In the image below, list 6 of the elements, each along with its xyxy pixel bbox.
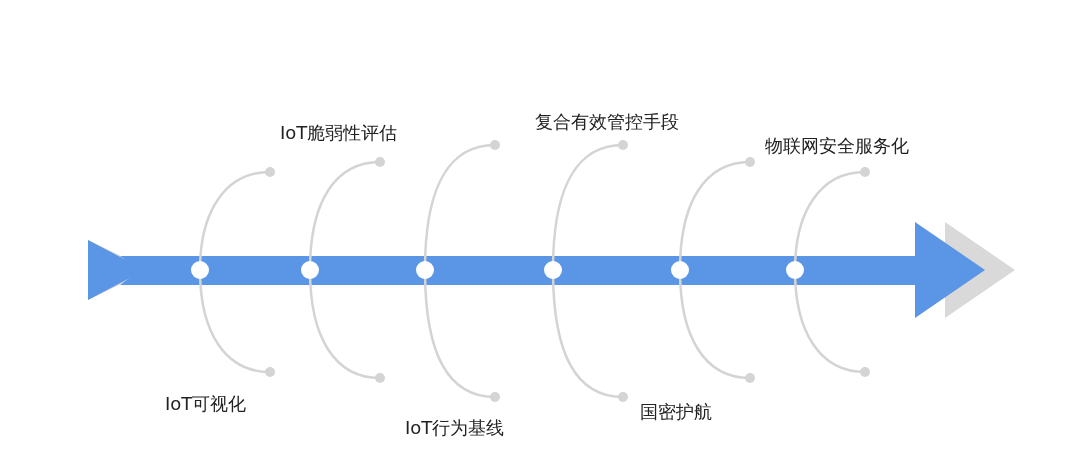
milestone-label: IoT可视化 xyxy=(165,393,247,415)
milestone-label: IoT行为基线 xyxy=(405,417,505,439)
milestone-label: 国密护航 xyxy=(640,401,712,423)
milestone-label: 复合有效管控手段 xyxy=(535,111,679,133)
milestone-label: IoT脆弱性评估 xyxy=(280,122,398,144)
milestone-label: 物联网安全服务化 xyxy=(765,135,909,157)
